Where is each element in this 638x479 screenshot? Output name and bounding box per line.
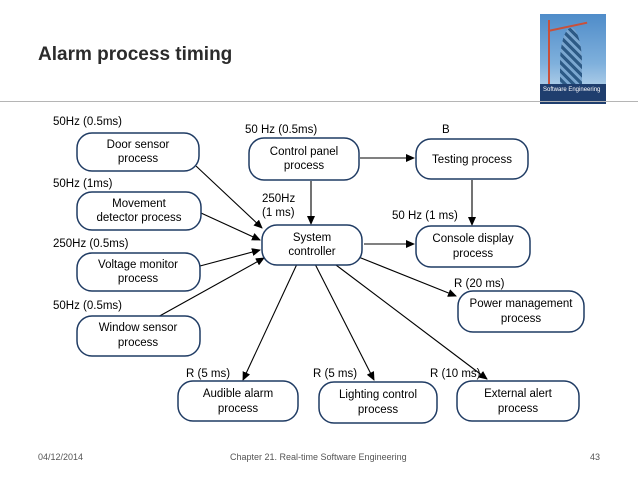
diagram-edges	[155, 154, 488, 381]
footer-chapter: Chapter 21. Real-time Software Engineeri…	[230, 452, 407, 462]
system-controller-node: System controller	[261, 224, 363, 266]
audible-alarm-label-line1: Audible alarm	[203, 388, 273, 400]
door-sensor-label-line2: process	[118, 153, 159, 165]
testing-node: Testing process	[415, 138, 529, 180]
external-alert-node: External alert process	[456, 380, 580, 422]
console-display-node: Console display process	[415, 225, 531, 268]
title-divider	[0, 101, 638, 102]
power-management-label-line1: Power management	[470, 298, 574, 310]
label-lighting-timing: R (5 ms)	[313, 368, 357, 380]
audible-alarm-node: Audible alarm process	[177, 380, 299, 422]
edge-system-to-power	[355, 255, 457, 297]
console-display-label-line1: Console display	[432, 233, 513, 245]
edge-movement-to-system	[200, 212, 261, 241]
footer-date: 04/12/2014	[38, 452, 84, 462]
tower-shape	[560, 28, 582, 98]
label-external-timing: R (10 ms)	[430, 368, 481, 380]
edge-window-to-system	[155, 257, 265, 319]
label-console-timing: 50 Hz (1 ms)	[392, 210, 458, 222]
movement-detector-node: Movement detector process	[76, 191, 202, 231]
slide-title: Alarm process timing	[38, 44, 233, 65]
footer-page-number: 43	[590, 452, 601, 462]
console-display-label-line2: process	[453, 248, 494, 260]
window-sensor-label-line2: process	[118, 337, 159, 349]
movement-detector-label-line1: Movement	[112, 198, 166, 210]
edge-door-to-system	[195, 165, 263, 229]
label-power-timing: R (20 ms)	[454, 278, 505, 290]
control-panel-node: Control panel process	[248, 137, 360, 181]
door-sensor-label-line1: Door sensor	[107, 139, 170, 151]
movement-detector-label-line2: detector process	[96, 212, 181, 224]
crane-shape	[548, 20, 550, 90]
system-controller-label-line1: System	[293, 232, 331, 244]
voltage-monitor-label-line2: process	[118, 273, 159, 285]
voltage-monitor-label-line1: Voltage monitor	[98, 259, 178, 271]
door-sensor-node: Door sensor process	[76, 132, 200, 172]
window-sensor-label-line1: Window sensor	[99, 322, 178, 334]
lighting-control-node: Lighting control process	[318, 381, 438, 424]
book-cover-image: Software Engineering	[540, 14, 606, 104]
power-management-node: Power management process	[457, 290, 585, 333]
label-testing-timing: B	[442, 124, 450, 136]
control-panel-label-line2: process	[284, 160, 325, 172]
label-movement-timing: 50Hz (1ms)	[53, 178, 113, 190]
label-door-sensor-timing: 50Hz (0.5ms)	[53, 116, 122, 128]
book-cover-caption: Software Engineering	[540, 84, 606, 104]
edge-system-to-audible	[242, 263, 298, 381]
label-control-panel-timing: 50 Hz (0.5ms)	[245, 124, 317, 136]
testing-label: Testing process	[432, 154, 512, 166]
label-voltage-timing: 250Hz (0.5ms)	[53, 238, 129, 250]
edge-system-to-lighting	[314, 263, 375, 381]
label-window-timing: 50Hz (0.5ms)	[53, 300, 122, 312]
audible-alarm-label-line2: process	[218, 403, 259, 415]
external-alert-label-line1: External alert	[484, 388, 553, 400]
label-audible-timing: R (5 ms)	[186, 368, 230, 380]
control-panel-label-line1: Control panel	[270, 146, 338, 158]
external-alert-label-line2: process	[498, 403, 539, 415]
edge-voltage-to-system	[199, 248, 261, 267]
window-sensor-node: Window sensor process	[76, 315, 201, 357]
voltage-monitor-node: Voltage monitor process	[76, 252, 201, 292]
power-management-label-line2: process	[501, 313, 542, 325]
system-controller-label-line2: controller	[288, 246, 335, 258]
edge-system-to-external	[331, 261, 488, 380]
label-control-system-deadline: (1 ms)	[262, 207, 295, 219]
lighting-control-label-line1: Lighting control	[339, 389, 417, 401]
lighting-control-label-line2: process	[358, 404, 399, 416]
label-control-system-rate: 250Hz	[262, 193, 295, 205]
